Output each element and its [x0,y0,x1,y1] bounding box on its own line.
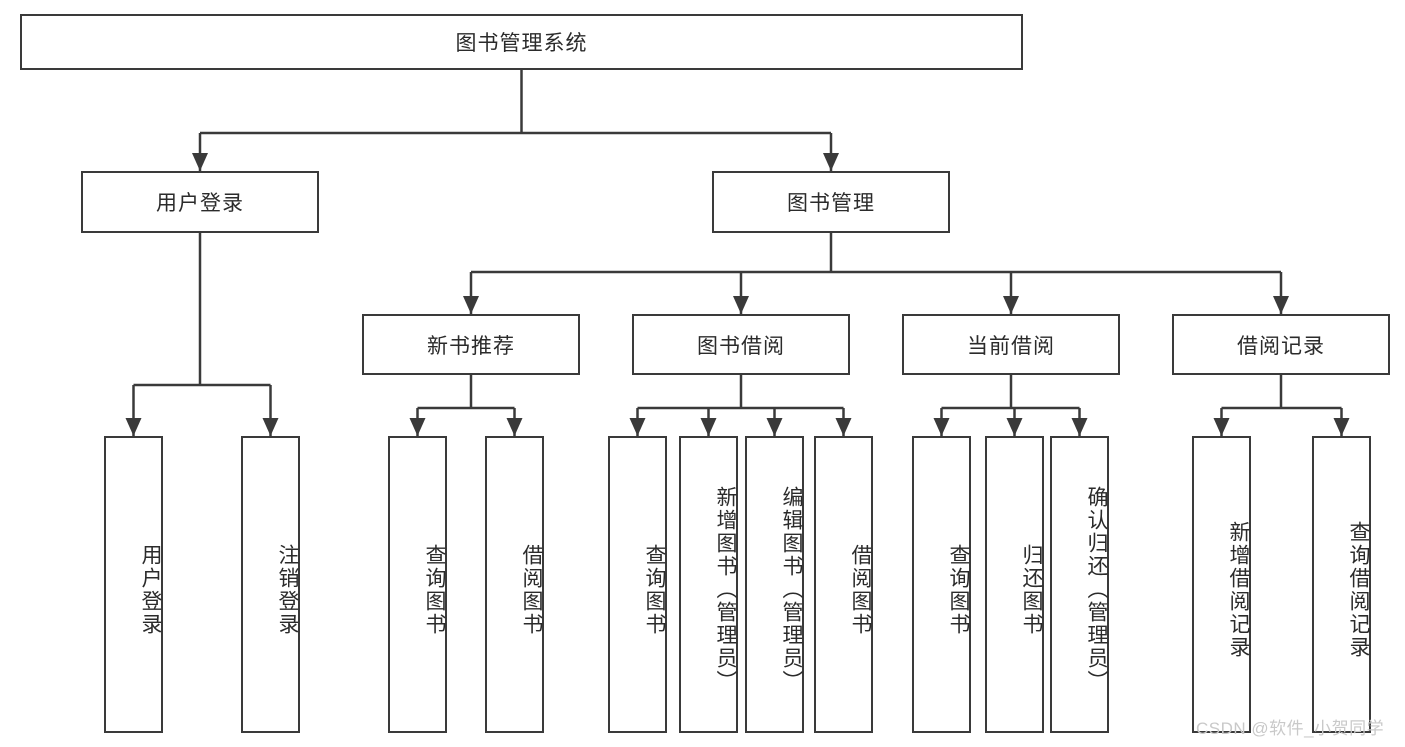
leaf-node-query-book-4[interactable]: 查询图书 [608,436,667,733]
level3-node-new-book-recommend-0[interactable]: 新书推荐 [362,314,580,375]
node-label: 查询图书 [947,543,970,636]
leaf-node-add-book-admin-5[interactable]: 新增图书（管理员） [679,436,738,733]
node-label: 用户登录 [156,192,244,215]
node-label: 当前借阅 [967,334,1055,358]
arrowhead-icon [262,418,279,436]
arrowhead-icon [1003,296,1019,314]
node-label: 借阅图书 [849,543,872,636]
level3-node-current-borrow-2[interactable]: 当前借阅 [902,314,1120,375]
arrowhead-icon [1006,418,1023,436]
leaf-node-query-book-8[interactable]: 查询图书 [912,436,971,733]
arrowhead-icon [1333,418,1350,436]
node-label: 图书借阅 [697,334,785,358]
node-label: 查询借阅记录 [1347,520,1370,659]
arrowhead-icon [463,296,479,314]
arrowhead-icon [700,418,717,436]
arrowhead-icon [766,418,783,436]
arrowhead-icon [733,296,749,314]
leaf-node-query-book-2[interactable]: 查询图书 [388,436,447,733]
arrowhead-icon [409,418,426,436]
node-label: 图书管理 [787,192,875,215]
node-label: 归还图书 [1020,543,1043,636]
watermark: CSDN @软件_小贺同学 [1196,719,1385,738]
node-label: 查询图书 [423,543,446,636]
arrowhead-icon [823,153,839,171]
leaf-node-confirm-return-admin-10[interactable]: 确认归还（管理员） [1050,436,1109,733]
node-label: 用户登录 [139,543,162,636]
arrowhead-icon [933,418,950,436]
node-label: 新增借阅记录 [1227,520,1250,659]
arrowhead-icon [192,153,208,171]
root-node-book-management-system[interactable]: 图书管理系统 [20,14,1023,70]
leaf-node-borrow-book-3[interactable]: 借阅图书 [485,436,544,733]
arrowhead-icon [629,418,646,436]
node-label: 确认归还（管理员） [1085,486,1108,693]
arrowhead-icon [1273,296,1289,314]
level2-node-user-login-0[interactable]: 用户登录 [81,171,319,233]
level3-node-book-borrow-1[interactable]: 图书借阅 [632,314,850,375]
node-label: 查询图书 [643,543,666,636]
arrowhead-icon [125,418,142,436]
arrowhead-icon [506,418,523,436]
leaf-node-add-borrow-record-11[interactable]: 新增借阅记录 [1192,436,1251,733]
node-label: 借阅记录 [1237,334,1325,358]
node-label: 注销登录 [276,543,299,636]
level3-node-borrow-record-3[interactable]: 借阅记录 [1172,314,1390,375]
arrowhead-icon [1213,418,1230,436]
level2-node-book-management-1[interactable]: 图书管理 [712,171,950,233]
leaf-node-logout-1[interactable]: 注销登录 [241,436,300,733]
arrowhead-icon [835,418,852,436]
node-label: 借阅图书 [520,543,543,636]
leaf-node-return-book-9[interactable]: 归还图书 [985,436,1044,733]
leaf-node-user-login-0[interactable]: 用户登录 [104,436,163,733]
node-label: 图书管理系统 [455,32,588,55]
node-label: 新增图书（管理员） [714,486,737,693]
leaf-node-query-borrow-record-12[interactable]: 查询借阅记录 [1312,436,1371,733]
leaf-node-borrow-book-7[interactable]: 借阅图书 [814,436,873,733]
leaf-node-edit-book-admin-6[interactable]: 编辑图书（管理员） [745,436,804,733]
arrowhead-icon [1071,418,1088,436]
node-label: 编辑图书（管理员） [780,486,803,693]
node-label: 新书推荐 [427,334,515,358]
